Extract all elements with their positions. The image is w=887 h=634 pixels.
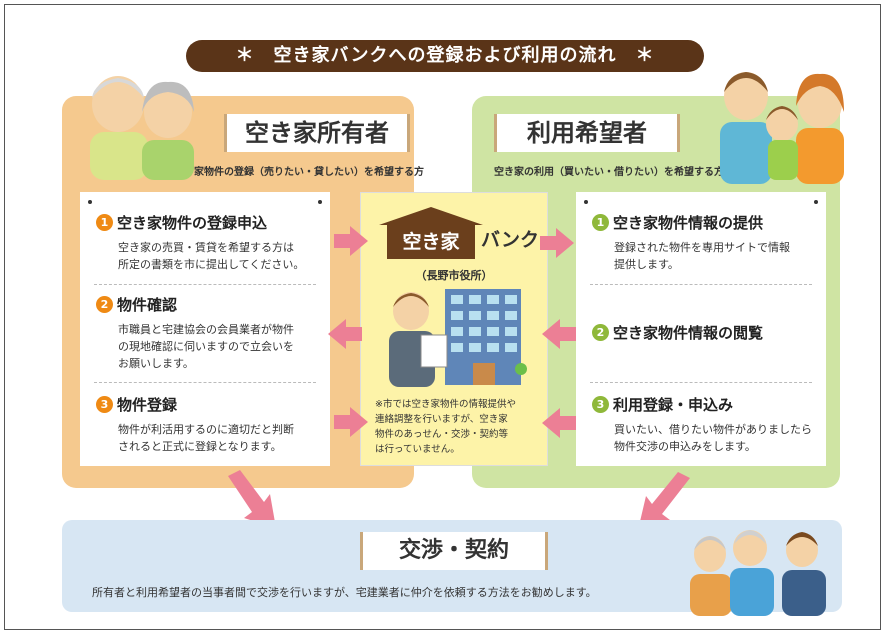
arrow-bank-to-user (540, 228, 574, 258)
step-text: お願いします。 (118, 357, 194, 370)
disclaimer-note: ※市では空き家物件の情報提供や 連絡調整を行いますが、空き家 物件のあっせん・交… (375, 397, 537, 457)
bullet-dot (814, 200, 818, 204)
arrow-owner-register (334, 407, 368, 437)
step-text: 物件が利活用するのに適切だと判断 (118, 423, 294, 436)
elderly-couple-illustration (90, 76, 194, 180)
arrow-bank-to-owner (328, 319, 362, 349)
user-heading: 利用希望者 (494, 114, 680, 152)
note-line: 物件のあっせん・交渉・契約等 (375, 429, 509, 440)
owner-subtitle: 空き家物件の登録（売りたい・貸したい）を希望する方 (174, 167, 424, 178)
note-line: は行っていません。 (375, 444, 460, 455)
step-text: の現地確認に伺いますので立会いを (118, 340, 294, 353)
diagram-title: ＊ 空き家バンクへの登録および利用の流れ ＊ (186, 40, 704, 72)
divider (590, 284, 812, 285)
divider (94, 284, 316, 285)
divider (590, 382, 812, 383)
step-text: 提供します。 (614, 258, 679, 271)
step-title: 空き家物件情報の提供 (613, 214, 764, 232)
step-title: 物件確認 (117, 296, 178, 314)
step-title: 物件登録 (117, 396, 178, 414)
step-number-badge: 3 (96, 396, 113, 413)
step-title: 空き家物件の登録申込 (117, 214, 268, 232)
arrow-owner-to-negotiation (228, 470, 276, 528)
divider (94, 382, 316, 383)
city-hall-staff-illustration (389, 289, 527, 387)
user-subtitle: 空き家の利用（買いたい・借りたい）を希望する方 (494, 167, 724, 178)
akiya-bank-logo: 空き家 バンク (369, 207, 541, 259)
owner-heading: 空き家所有者 (224, 114, 410, 152)
bullet-dot (318, 200, 322, 204)
arrow-user-apply (542, 408, 576, 438)
step-number-badge: 1 (96, 214, 113, 231)
logo-text: 空き家 (387, 225, 475, 259)
step-title: 利用登録・申込み (613, 396, 734, 414)
bullet-dot (584, 200, 588, 204)
city-office-label: （長野市役所） (415, 269, 493, 282)
bank-label: バンク (481, 229, 539, 251)
negotiation-people-illustration (690, 530, 826, 616)
step-text: 物件交渉の申込みをします。 (614, 440, 756, 453)
arrow-user-to-negotiation (638, 472, 690, 530)
step-number-badge: 1 (592, 214, 609, 231)
family-illustration (720, 72, 844, 184)
negotiation-heading: 交渉・契約 (360, 532, 548, 570)
step-text: 買いたい、借りたい物件がありましたら (614, 423, 812, 436)
arrow-user-to-bank (542, 319, 576, 349)
step-number-badge: 2 (592, 324, 609, 341)
note-line: 連絡調整を行いますが、空き家 (375, 414, 508, 425)
step-number-badge: 2 (96, 296, 113, 313)
note-line: ※市では空き家物件の情報提供や (375, 399, 516, 410)
negotiation-text: 所有者と利用希望者の当事者間で交渉を行いますが、宅建業者に仲介を依頼する方法をお… (92, 586, 597, 599)
house-roof-icon (379, 207, 483, 225)
step-text: 市職員と宅建協会の会員業者が物件 (118, 323, 294, 336)
step-title: 空き家物件情報の閲覧 (613, 324, 764, 342)
step-text: 空き家の売買・賃貸を希望する方は (118, 241, 294, 254)
arrow-owner-to-bank (334, 226, 368, 256)
step-text: 登録された物件を専用サイトで情報 (614, 241, 790, 254)
step-text: されると正式に登録となります。 (118, 440, 282, 453)
bullet-dot (88, 200, 92, 204)
step-text: 所定の書類を市に提出してください。 (118, 258, 305, 271)
step-number-badge: 3 (592, 396, 609, 413)
akiya-bank-box: 空き家 バンク （長野市役所） ※市では空き家物件の情報提供や 連絡調整を行いま… (360, 192, 548, 466)
